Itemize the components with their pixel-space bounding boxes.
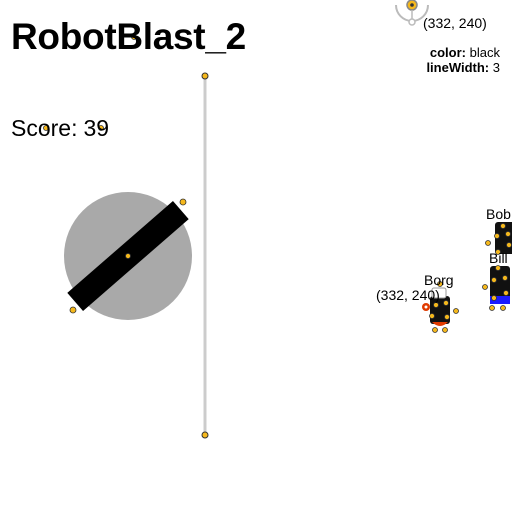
color-row: color: black (426, 45, 500, 60)
game-title: RobotBlast_2 (11, 16, 246, 57)
score-value: 39 (83, 115, 110, 141)
style-info: color: black lineWidth: 3 (426, 45, 500, 75)
gun-icon[interactable] (64, 192, 192, 320)
robot-bill[interactable] (482, 265, 511, 311)
robot-borg[interactable] (422, 281, 459, 333)
linewidth-row: lineWidth: 3 (426, 60, 500, 75)
target-coord-readout: (332, 240) (423, 15, 487, 31)
title-handle[interactable] (131, 34, 137, 40)
wall-bottom-handle[interactable] (201, 431, 209, 439)
robot-name-borg: Borg (424, 272, 454, 288)
linewidth-value: 3 (492, 60, 500, 75)
color-value: black (469, 45, 500, 60)
gun-center-handle[interactable] (125, 253, 131, 259)
linewidth-label: lineWidth: (426, 60, 490, 75)
target-icon[interactable] (395, 0, 429, 26)
score-label-handle[interactable] (43, 125, 49, 131)
gun-base-handle[interactable] (69, 306, 77, 314)
gun-tip-handle[interactable] (179, 198, 187, 206)
color-label: color: (429, 45, 467, 60)
borg-coord-readout: (332, 240) (376, 287, 440, 303)
score-label: Score: (11, 115, 78, 141)
score-value-handle[interactable] (98, 125, 104, 131)
robot-name-bill: Bill (489, 250, 508, 266)
wall-top-handle[interactable] (201, 72, 209, 80)
score-display: Score:39 (11, 115, 109, 142)
robot-name-bob: Bob (486, 206, 511, 222)
